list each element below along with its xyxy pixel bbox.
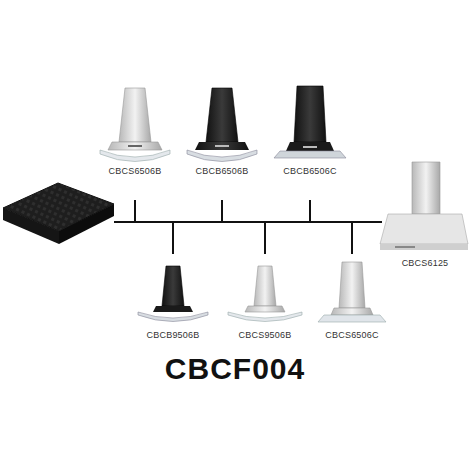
hood-illustration <box>380 162 468 250</box>
hood-node: CBCS9506B <box>235 262 295 341</box>
model-label: CBCS6506C <box>322 330 382 341</box>
bus-lines <box>114 200 382 254</box>
hood-node: CBCS6506B <box>105 86 165 177</box>
filter-illustration <box>3 183 114 244</box>
model-label: CBCS6506B <box>105 166 165 177</box>
hood-node: CBCS6125 <box>395 160 455 269</box>
hood-illustration <box>187 88 257 162</box>
model-label: CBCS9506B <box>235 330 295 341</box>
model-label: CBCB6506B <box>192 166 252 177</box>
hood-node: CBCB6506C <box>280 86 340 177</box>
hood-illustration <box>318 262 386 322</box>
hood-node: CBCS6506C <box>322 262 382 341</box>
hood-node: CBCB9506B <box>143 262 203 341</box>
hood-illustration <box>274 86 346 158</box>
model-label: CBCB6506C <box>280 166 340 177</box>
hood-illustration <box>100 88 170 162</box>
hood-node: CBCB6506B <box>192 86 252 177</box>
model-label: CBCS6125 <box>395 258 455 269</box>
title: CBCF004 <box>0 352 470 386</box>
model-label: CBCB9506B <box>143 330 203 341</box>
hood-illustration <box>138 266 208 322</box>
hood-illustration <box>228 266 302 322</box>
